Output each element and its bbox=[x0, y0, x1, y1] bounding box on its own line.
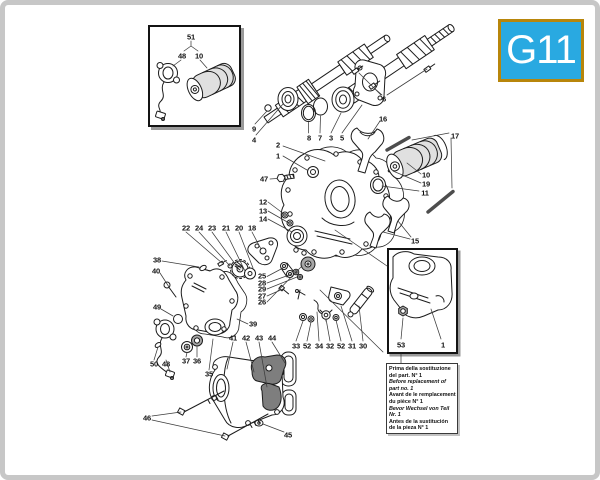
note-line-it-2: del part. N° 1 bbox=[389, 372, 423, 379]
part-label-16: 16 bbox=[379, 114, 387, 124]
multilingual-note: Prima della sostituzione del part. N° 1 … bbox=[386, 363, 458, 434]
part-label-44: 44 bbox=[268, 333, 276, 343]
part-label-46: 46 bbox=[143, 413, 151, 423]
part-label-24: 24 bbox=[195, 223, 203, 233]
part-label-28: 28 bbox=[258, 278, 266, 288]
part-label-3: 3 bbox=[329, 133, 333, 143]
part-label-53: 53 bbox=[397, 340, 405, 350]
part-label-39: 39 bbox=[249, 319, 257, 329]
part-label-13: 13 bbox=[259, 206, 267, 216]
part-label-8: 8 bbox=[307, 133, 311, 143]
part-label-34: 34 bbox=[315, 341, 323, 351]
part-label-30: 30 bbox=[359, 341, 367, 351]
part-label-19: 19 bbox=[422, 179, 430, 189]
part-label-20: 20 bbox=[235, 223, 243, 233]
note-line-en-1: Before replacement of bbox=[389, 379, 446, 386]
part-label-38: 38 bbox=[153, 255, 161, 265]
part-label-14: 14 bbox=[259, 214, 267, 224]
part-label-12: 12 bbox=[259, 197, 267, 207]
part-label-22: 22 bbox=[182, 223, 190, 233]
part-label-11: 11 bbox=[421, 188, 429, 198]
note-line-es-1: Antes de la sustitución bbox=[389, 418, 449, 425]
part-label-32: 32 bbox=[326, 341, 334, 351]
part-label-17: 17 bbox=[451, 131, 459, 141]
part-label-6: 6 bbox=[382, 94, 386, 104]
part-label-50: 50 bbox=[150, 359, 158, 369]
part-label-21: 21 bbox=[222, 223, 230, 233]
note-line-de-2: Nr. 1 bbox=[389, 412, 401, 419]
part-label-10-drum: 10 bbox=[422, 170, 430, 180]
part-label-40: 40 bbox=[152, 266, 160, 276]
part-label-37: 37 bbox=[182, 356, 190, 366]
part-label-45: 45 bbox=[284, 430, 292, 440]
part-label-10-inset: 10 bbox=[195, 51, 203, 61]
part-label-48-inset: 48 bbox=[178, 51, 186, 61]
part-label-25: 25 bbox=[258, 271, 266, 281]
part-label-26: 26 bbox=[258, 297, 266, 307]
part-label-52-b: 52 bbox=[337, 341, 345, 351]
catalog-code-badge: G11 bbox=[498, 19, 584, 82]
part-label-48-cable: 48 bbox=[162, 359, 170, 369]
part-label-41: 41 bbox=[229, 333, 237, 343]
part-label-23: 23 bbox=[208, 223, 216, 233]
part-label-35: 35 bbox=[205, 369, 213, 379]
part-label-9: 9 bbox=[252, 124, 256, 134]
part-label-2: 2 bbox=[276, 140, 280, 150]
part-label-49: 49 bbox=[153, 302, 161, 312]
part-label-51: 51 bbox=[187, 32, 195, 42]
part-label-29: 29 bbox=[258, 284, 266, 294]
part-label-4: 4 bbox=[252, 135, 256, 145]
part-label-27: 27 bbox=[258, 291, 266, 301]
part-label-1-inset: 1 bbox=[441, 340, 445, 350]
part-label-1-housing: 1 bbox=[276, 151, 280, 161]
note-line-es-2: de la pieza N° 1 bbox=[389, 425, 429, 432]
inset-box-crankcase-detail bbox=[387, 248, 458, 354]
part-label-31: 31 bbox=[348, 341, 356, 351]
part-label-42: 42 bbox=[242, 333, 250, 343]
note-line-en-2: part no. 1 bbox=[389, 385, 414, 392]
part-label-18: 18 bbox=[248, 223, 256, 233]
part-label-33: 33 bbox=[292, 341, 300, 351]
catalog-code-text: G11 bbox=[506, 28, 577, 72]
part-label-7: 7 bbox=[318, 133, 322, 143]
part-label-5: 5 bbox=[340, 133, 344, 143]
part-label-15: 15 bbox=[411, 236, 419, 246]
note-line-fr-1: Avant de le remplacement bbox=[389, 392, 456, 399]
part-label-36: 36 bbox=[193, 356, 201, 366]
note-line-fr-2: du pièce N° 1 bbox=[389, 398, 423, 405]
note-line-it-1: Prima della sostituzione bbox=[389, 366, 451, 372]
part-label-47: 47 bbox=[260, 174, 268, 184]
note-line-de-1: Bevor Wechsel von Teil bbox=[389, 405, 450, 412]
part-label-52-a: 52 bbox=[303, 341, 311, 351]
part-label-43: 43 bbox=[255, 333, 263, 343]
